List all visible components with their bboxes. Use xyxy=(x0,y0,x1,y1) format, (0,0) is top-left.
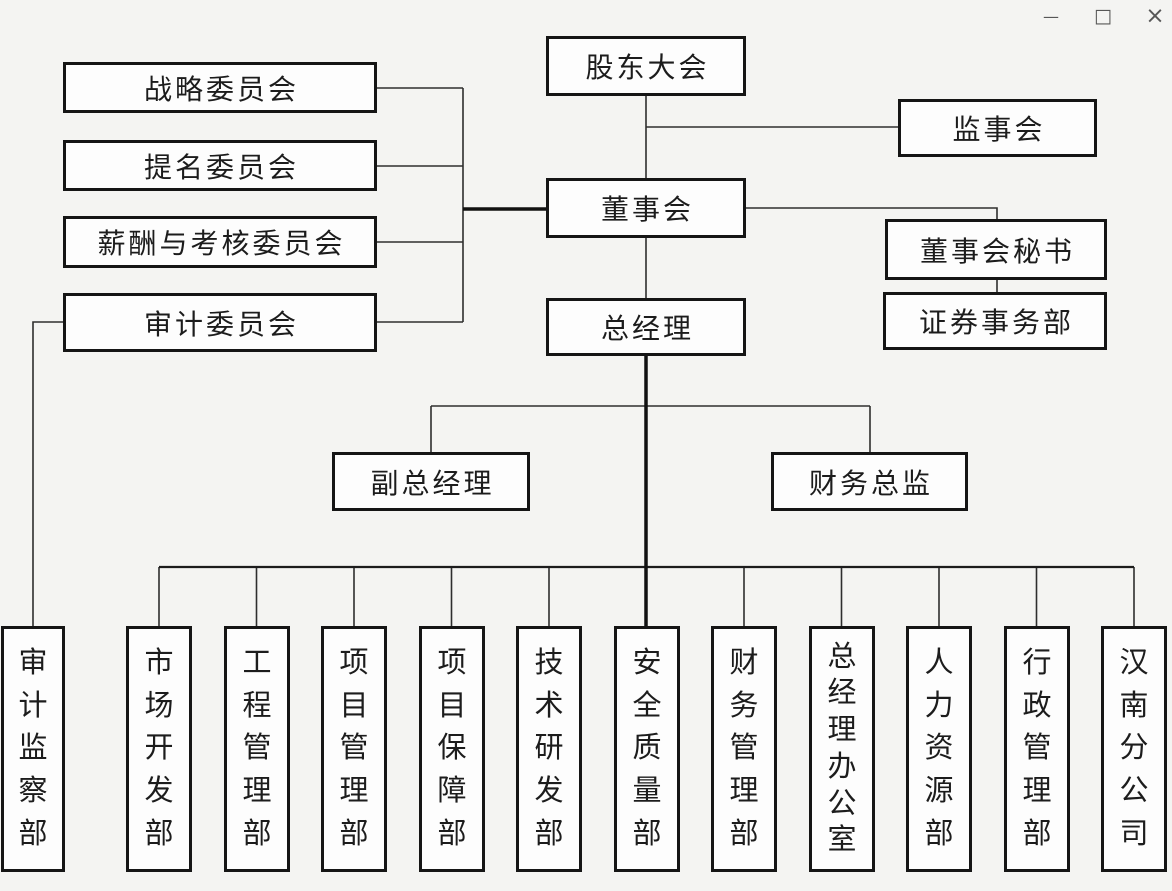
node-dept-human-resources: 人力资源部 xyxy=(906,626,972,872)
window-controls: — □ × xyxy=(1020,2,1170,32)
node-dept-technology-rnd: 技术研发部 xyxy=(516,626,582,872)
node-strategy-committee: 战略委员会 xyxy=(63,62,377,113)
node-dept-audit-supervision: 审计监察部 xyxy=(1,626,65,872)
maximize-button[interactable]: □ xyxy=(1088,2,1118,30)
maximize-icon: □ xyxy=(1094,5,1112,27)
node-dept-project-management: 项目管理部 xyxy=(321,626,387,872)
node-audit-committee: 审计委员会 xyxy=(63,293,377,352)
node-dept-gm-office: 总经理办公室 xyxy=(809,626,875,872)
node-dept-financial-management: 财务管理部 xyxy=(711,626,777,872)
node-deputy-general-manager: 副总经理 xyxy=(332,452,530,511)
close-button[interactable]: × xyxy=(1140,2,1170,30)
close-icon: × xyxy=(1145,3,1165,29)
node-dept-engineering-management: 工程管理部 xyxy=(224,626,290,872)
node-supervisory-board: 监事会 xyxy=(898,99,1097,157)
node-board-secretary: 董事会秘书 xyxy=(885,219,1107,280)
node-board-of-directors: 董事会 xyxy=(546,178,746,238)
node-general-manager: 总经理 xyxy=(546,298,746,356)
minimize-icon: — xyxy=(1043,6,1059,26)
node-dept-safety-quality: 安全质量部 xyxy=(614,626,680,872)
node-dept-hannan-branch: 汉南分公司 xyxy=(1101,626,1167,872)
node-dept-market-development: 市场开发部 xyxy=(126,626,192,872)
node-nomination-committee: 提名委员会 xyxy=(63,140,377,191)
node-finance-director: 财务总监 xyxy=(771,452,968,511)
node-dept-administration: 行政管理部 xyxy=(1004,626,1070,872)
node-dept-project-support: 项目保障部 xyxy=(419,626,485,872)
node-compensation-appraisal-committee: 薪酬与考核委员会 xyxy=(63,216,377,268)
node-securities-affairs-dept: 证券事务部 xyxy=(883,292,1107,350)
node-shareholders-meeting: 股东大会 xyxy=(546,36,746,96)
minimize-button[interactable]: — xyxy=(1036,2,1066,30)
